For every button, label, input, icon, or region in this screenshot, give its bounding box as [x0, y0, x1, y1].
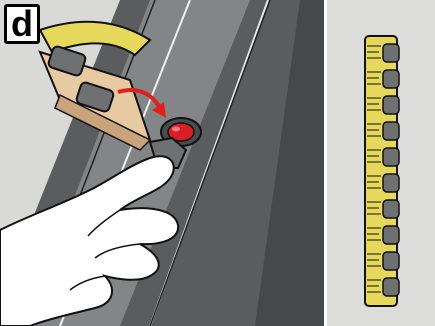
strip-plug-segment [383, 252, 399, 270]
strip-plug-segment [383, 174, 399, 192]
stacked-plug-strip-illustration [327, 0, 435, 326]
instruction-illustration-left: d [0, 0, 324, 326]
strip-plug-segment [383, 278, 399, 296]
step-label: d [4, 4, 40, 44]
plug-shine [172, 127, 180, 132]
strip-plug-segment [383, 122, 399, 140]
instruction-illustration-right [327, 0, 435, 326]
rail-scene [0, 0, 324, 326]
strip-plug-segment [383, 44, 399, 62]
strip-plug-segment [383, 200, 399, 218]
strip-plug-segment [383, 96, 399, 114]
strip-plug-segment [383, 70, 399, 88]
strip-plug-segment [383, 148, 399, 166]
strip-plug-segment [383, 226, 399, 244]
